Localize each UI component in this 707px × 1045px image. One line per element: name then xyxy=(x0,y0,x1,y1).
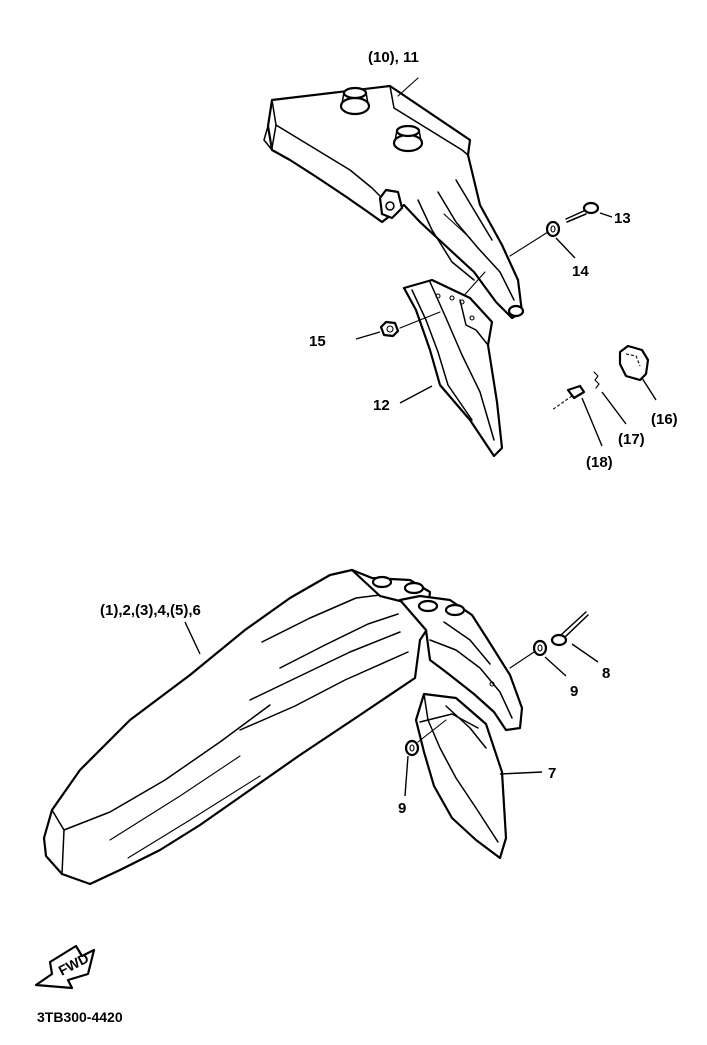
washer-9-lower xyxy=(404,739,420,757)
callout-washer-9-lower: 9 xyxy=(398,800,406,817)
clip-18 xyxy=(551,384,586,411)
callout-bolt-8: 8 xyxy=(602,665,610,682)
callout-upper-stay: (10), 11 xyxy=(368,49,419,66)
callout-flap-7: 7 xyxy=(548,765,556,782)
lower-fender-stay xyxy=(398,594,524,732)
upper-fender-stay xyxy=(263,84,525,320)
callout-clip-18: (18) xyxy=(586,454,613,471)
front-flap-7 xyxy=(414,692,508,860)
washer-14 xyxy=(545,220,561,238)
rear-flap-12 xyxy=(402,278,504,458)
callout-label-16: (16) xyxy=(651,411,678,428)
callout-washer-9-upper: 9 xyxy=(570,683,578,700)
callout-washer-14: 14 xyxy=(572,263,589,280)
washer-9-upper xyxy=(532,639,548,657)
callout-flap-12: 12 xyxy=(373,397,390,414)
bolt-8 xyxy=(550,611,589,647)
screw-17 xyxy=(593,371,600,389)
callout-front-fender: (1),2,(3),4,(5),6 xyxy=(100,602,201,619)
label-16 xyxy=(618,344,650,382)
callout-screw-17: (17) xyxy=(618,431,645,448)
diagram-code: 3TB300-4420 xyxy=(37,1009,123,1025)
callout-bolt-13: 13 xyxy=(614,210,631,227)
fwd-arrow-icon: FWD xyxy=(34,944,96,990)
bolt-13 xyxy=(565,201,600,223)
nut-15 xyxy=(379,320,400,338)
callout-nut-15: 15 xyxy=(309,333,326,350)
